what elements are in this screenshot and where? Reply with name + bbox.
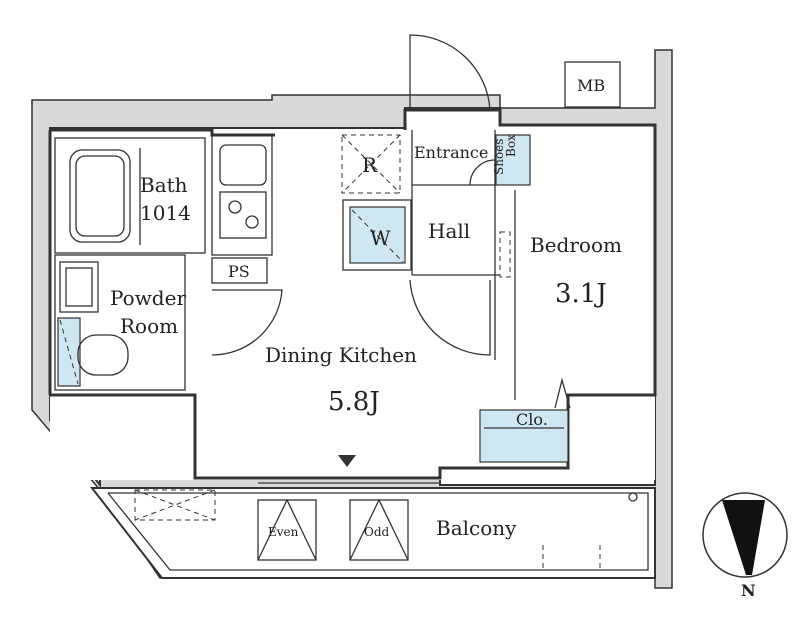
bathroom: Bath 1014	[54, 137, 206, 254]
dining-kitchen: Dining Kitchen 5.8J	[211, 289, 440, 484]
north-arrow-icon	[722, 500, 765, 575]
bedroom-label: Bedroom	[530, 233, 622, 257]
closet-label: Clo.	[516, 410, 548, 429]
entrance-label: Entrance	[414, 143, 488, 162]
ps-label: PS	[228, 262, 250, 281]
mb-label: MB	[577, 76, 605, 95]
even-hatch-label: Even	[268, 525, 299, 539]
shoes-box-label-1: Shoes	[492, 139, 506, 175]
washer-space: W	[342, 199, 412, 271]
north-label: N	[741, 581, 756, 600]
refrigerator-space: R	[341, 134, 401, 194]
bedroom-size: 3.1J	[555, 279, 607, 309]
powder-label-1: Powder	[110, 286, 186, 310]
closet: Clo.	[479, 409, 569, 463]
refrigerator-label: R	[362, 153, 378, 177]
burner-icon	[245, 215, 259, 229]
dining-label: Dining Kitchen	[265, 343, 417, 367]
bath-label: Bath	[140, 173, 188, 197]
washer-label: W	[370, 226, 391, 250]
kitchen-counter: PS	[211, 134, 273, 284]
bedroom: Bedroom 3.1J	[499, 190, 622, 409]
meter-box: MB	[564, 61, 621, 108]
balcony-label: Balcony	[436, 516, 517, 540]
north-compass: N	[702, 492, 788, 600]
shoes-box-label-2: Box	[504, 134, 518, 157]
hall-label: Hall	[428, 219, 470, 243]
powder-room: Powder Room	[54, 254, 186, 391]
bath-size: 1014	[140, 201, 191, 225]
odd-hatch-label: Odd	[364, 525, 390, 539]
dining-size: 5.8J	[328, 387, 380, 417]
balcony: Even Odd Balcony	[89, 487, 656, 579]
entrance-hall: Entrance Shoes Box Hall	[409, 34, 531, 360]
burner-icon	[228, 200, 242, 214]
powder-label-2: Room	[120, 314, 178, 338]
drain-icon	[628, 492, 638, 502]
